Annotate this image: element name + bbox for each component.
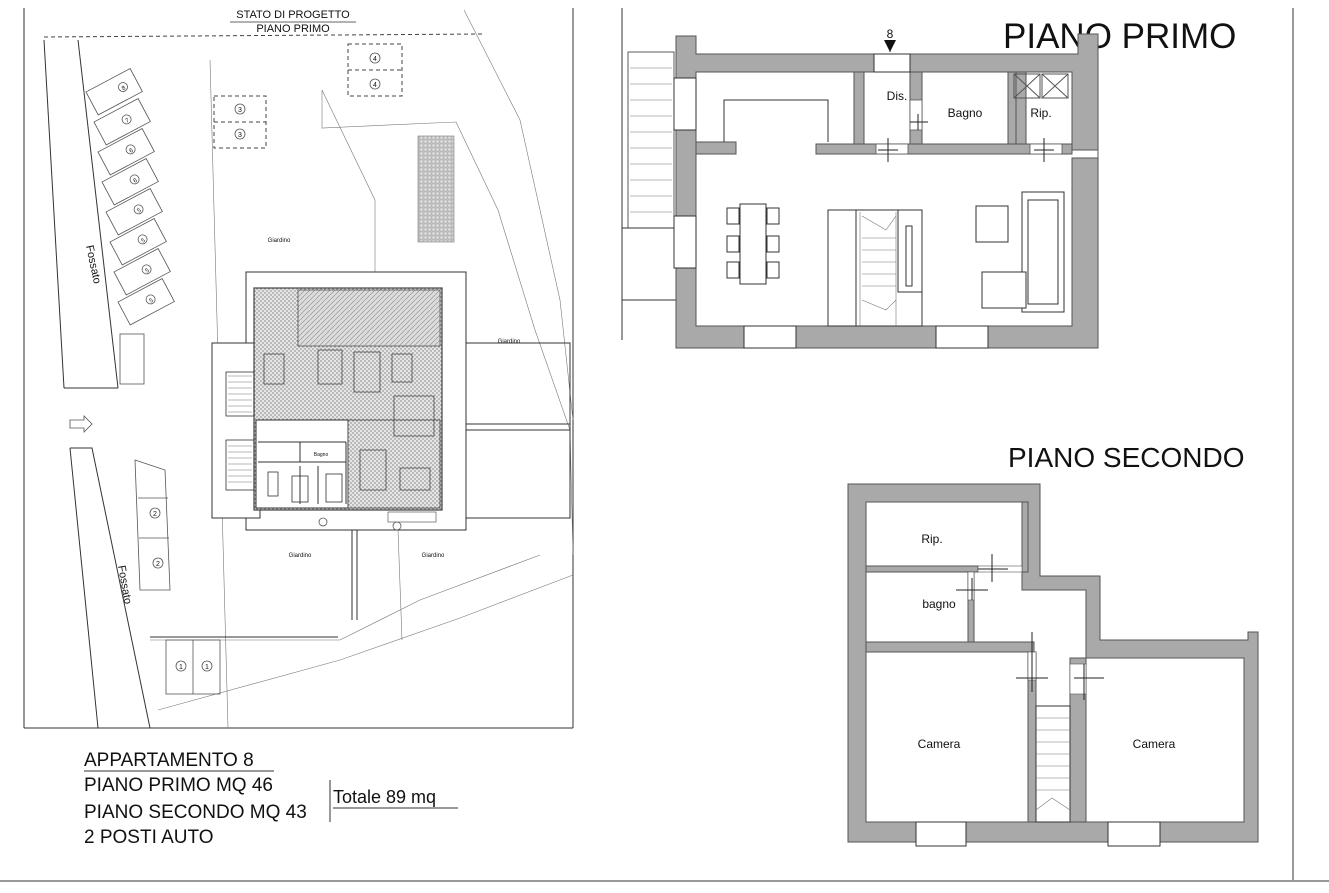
- second-floor-walls: [847, 483, 1259, 843]
- garden-label-top: Giardino: [268, 238, 291, 244]
- parking-number: 5: [149, 297, 155, 304]
- entry-number: 8: [887, 27, 894, 41]
- parking-strip-diagonal: 8 7 6 6 5 5 5 5: [85, 67, 175, 385]
- parking-number: 3: [238, 132, 242, 139]
- site-plan-subheader: PIANO PRIMO: [256, 23, 330, 35]
- dining-table: [726, 203, 780, 285]
- window: [915, 821, 967, 847]
- interior-wall-left-pier: [675, 129, 697, 217]
- room-label-bagno-2: bagno: [922, 597, 956, 611]
- room-label-rip: Rip.: [1030, 106, 1051, 120]
- room-label-dis: Dis.: [887, 89, 908, 103]
- second-floor-area: PIANO SECONDO MQ 43: [84, 802, 307, 823]
- window: [1107, 821, 1161, 847]
- window: [873, 53, 911, 73]
- summary-block: APPARTAMENTO 8 PIANO PRIMO MQ 46 PIANO S…: [84, 750, 458, 848]
- garden-label-bottom-right: Giardino: [422, 553, 445, 559]
- interior-wall-stub: [695, 141, 737, 155]
- entry-arrow-icon: [884, 40, 896, 52]
- parking-number: 5: [137, 207, 143, 214]
- parking-4: 4 4: [347, 43, 403, 97]
- second-floor-plan: PIANO SECONDO Rip. bagno Camera Camera: [847, 442, 1259, 847]
- storage-box: [1041, 73, 1069, 99]
- first-floor-area: PIANO PRIMO MQ 46: [84, 775, 273, 796]
- parking-3: 3 3: [213, 95, 267, 149]
- second-floor-title: PIANO SECONDO: [1008, 442, 1244, 473]
- parking-count: 2 POSTI AUTO: [84, 827, 214, 848]
- paved-area: [417, 135, 455, 243]
- parking-number: 6: [129, 147, 135, 154]
- room-label-camera-right: Camera: [1133, 737, 1176, 751]
- partition-rip-bottom: [865, 565, 979, 573]
- apartment-title: APPARTAMENTO 8: [84, 750, 254, 771]
- entrance-arrow-icon: [69, 415, 93, 433]
- storage-box: [1013, 73, 1041, 99]
- room-label-rip-2: Rip.: [921, 532, 942, 546]
- interior-wall-dis-left: [853, 71, 865, 155]
- sofa: [981, 191, 1065, 313]
- window: [743, 325, 797, 349]
- window: [673, 77, 697, 131]
- tiny-room-label: Bagno: [314, 452, 329, 458]
- parking-number: 6: [133, 177, 139, 184]
- parking-number: 1: [179, 664, 183, 671]
- internal-stair: [827, 209, 923, 327]
- parking-strip-lower: 2 2: [134, 459, 171, 591]
- window: [673, 215, 697, 269]
- kitchen-counter: [723, 99, 829, 142]
- window: [935, 325, 989, 349]
- first-floor-plan: PIANO PRIMO 8: [622, 17, 1236, 349]
- second-floor-stair: [1035, 705, 1071, 823]
- first-floor-title: PIANO PRIMO: [1003, 17, 1236, 56]
- parking-number: 4: [373, 82, 377, 89]
- page-frame: [0, 8, 1329, 882]
- garden-label-right: Giardino: [498, 339, 521, 345]
- parking-number: 4: [373, 56, 377, 63]
- parking-number: 5: [141, 237, 147, 244]
- room-label-bagno: Bagno: [948, 106, 983, 120]
- first-floor-walls: [675, 33, 1099, 349]
- parking-1: 1 1: [165, 639, 221, 695]
- exterior-stair: [622, 51, 676, 301]
- interior-wall-bagno-right: [1007, 71, 1017, 155]
- total-area: Totale 89 mq: [333, 787, 436, 807]
- site-plan-header: STATO DI PROGETTO: [236, 9, 350, 21]
- parking-number: 3: [238, 107, 242, 114]
- parking-number: 1: [205, 664, 209, 671]
- site-plan: STATO DI PROGETTO PIANO PRIMO 4 4: [43, 9, 574, 729]
- parking-number: 2: [156, 561, 160, 568]
- ditch-label-lower: Fossato: [115, 564, 134, 605]
- interior-wall-horizontal: [815, 143, 1073, 155]
- room-label-camera-left: Camera: [918, 737, 961, 751]
- partition-rip-side: [1021, 501, 1029, 573]
- parking-number: 2: [153, 511, 157, 518]
- parking-number: 7: [125, 117, 131, 124]
- garden-label-bottom-left: Giardino: [289, 553, 312, 559]
- side-table: [975, 205, 1009, 243]
- ditch-label-upper: Fossato: [83, 244, 103, 285]
- building-footprint: Bagno: [211, 271, 571, 531]
- parking-number: 5: [145, 267, 151, 274]
- partition-bagno-bottom: [865, 641, 1035, 653]
- parking-number: 8: [121, 85, 127, 92]
